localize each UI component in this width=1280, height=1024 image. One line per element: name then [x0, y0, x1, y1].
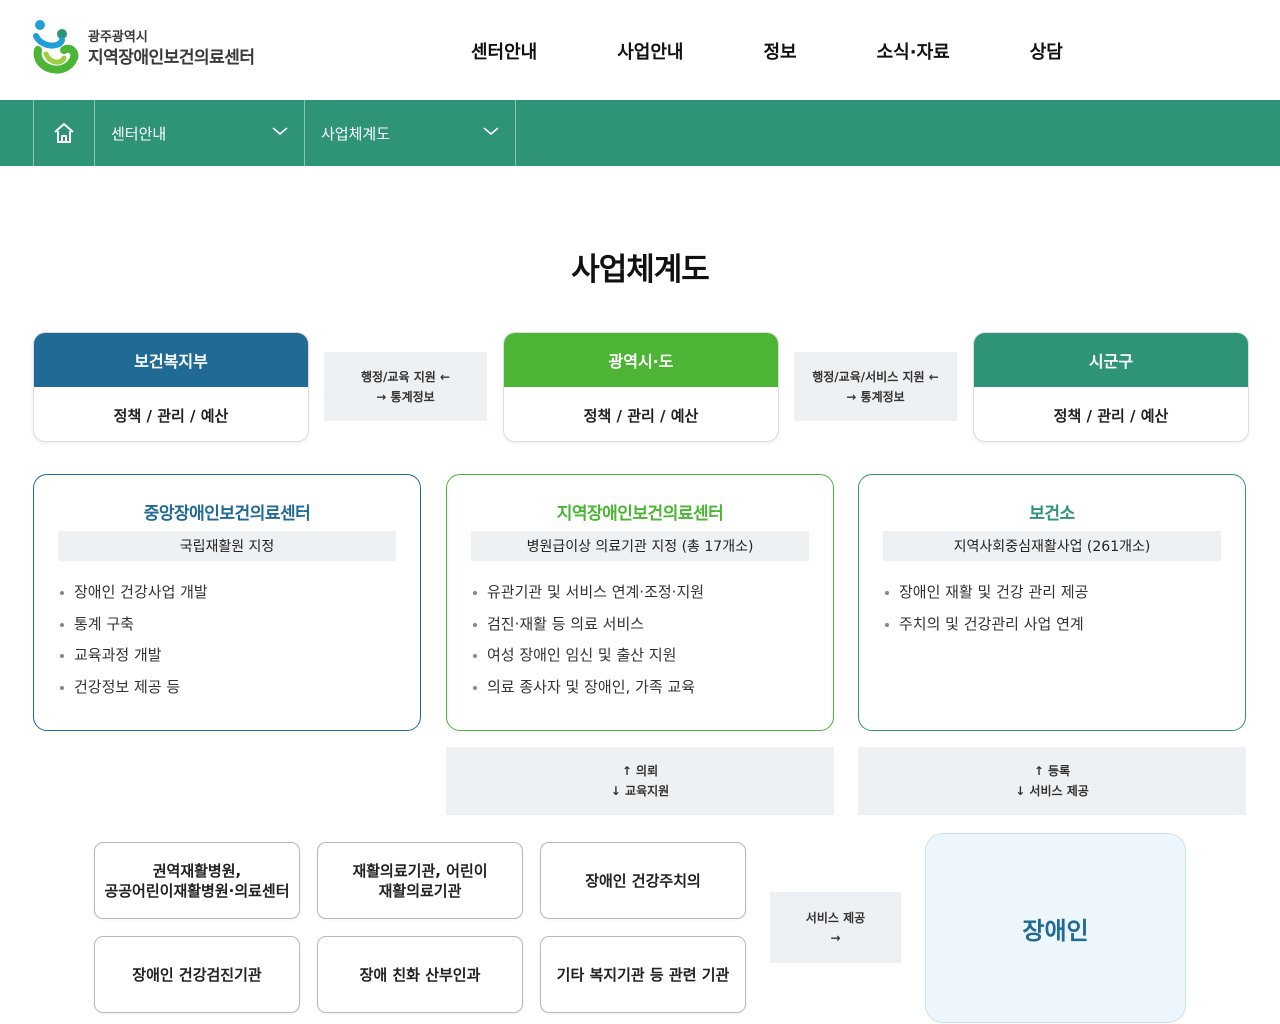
- central-center-tag: 국립재활원 지정: [58, 531, 396, 561]
- province-title: 광역시·도: [504, 333, 778, 387]
- connector-line: 행정/교육/서비스 지원 ←: [812, 369, 939, 384]
- section-dropdown-label: 센터안내: [111, 124, 167, 143]
- list-item: 주치의 및 건강관리 사업 연계: [885, 609, 1088, 641]
- institution-label: 기타 복지기관 등 관련 기관: [556, 965, 730, 984]
- health-center-list: 장애인 재활 및 건강 관리 제공 주치의 및 건강관리 사업 연계: [885, 577, 1088, 640]
- list-item: 교육과정 개발: [60, 640, 208, 672]
- page-title: 사업체계도: [571, 252, 710, 288]
- target-people-label: 장애인: [1022, 916, 1089, 945]
- city-title: 시군구: [974, 333, 1248, 387]
- logo-name: 지역장애인보건의료센터: [88, 48, 255, 68]
- connector-registration: ↑ 등록 ↓ 서비스 제공: [858, 747, 1246, 815]
- list-item: 통계 구축: [60, 609, 208, 641]
- regional-center-tag: 병원급이상 의료기관 지정 (총 17개소): [471, 531, 809, 561]
- health-center-box: 보건소 지역사회중심재활사업 (261개소) 장애인 재활 및 건강 관리 제공…: [858, 474, 1246, 731]
- institution-box: 재활의료기관, 어린이 재활의료기관: [317, 842, 523, 919]
- institution-box: 장애인 건강주치의: [540, 842, 746, 919]
- chevron-down-icon: [483, 127, 499, 135]
- central-center-box: 중앙장애인보건의료센터 국립재활원 지정 장애인 건강사업 개발 통계 구축 교…: [33, 474, 421, 731]
- connector-province-city: 행정/교육/서비스 지원 ← → 통계정보: [794, 352, 957, 421]
- ministry-box: 보건복지부 정책 / 관리 / 예산: [33, 332, 309, 442]
- home-button[interactable]: [33, 100, 95, 166]
- connector-line: →: [830, 930, 841, 945]
- regional-center-box: 지역장애인보건의료센터 병원급이상 의료기관 지정 (총 17개소) 유관기관 …: [446, 474, 834, 731]
- page-dropdown-label: 사업체계도: [321, 124, 391, 143]
- ministry-role: 정책 / 관리 / 예산: [113, 406, 229, 425]
- logo-city: 광주광역시: [88, 30, 148, 45]
- institution-label: 공공어린이재활병원·의료센터: [104, 881, 290, 900]
- chevron-down-icon: [272, 127, 288, 135]
- institution-label: 장애인 건강주치의: [585, 871, 701, 890]
- list-item: 검진·재활 등 의료 서비스: [473, 609, 704, 641]
- list-item: 여성 장애인 임신 및 출산 지원: [473, 640, 704, 672]
- regional-center-title: 지역장애인보건의료센터: [556, 504, 724, 524]
- list-item: 의료 종사자 및 장애인, 가족 교육: [473, 672, 704, 704]
- list-item: 장애인 재활 및 건강 관리 제공: [885, 577, 1088, 609]
- connector-line: ↓ 서비스 제공: [1015, 784, 1089, 798]
- nav-counseling[interactable]: 상담: [1029, 42, 1063, 63]
- nav-news[interactable]: 소식·자료: [876, 42, 950, 63]
- central-center-list: 장애인 건강사업 개발 통계 구축 교육과정 개발 건강정보 제공 등: [60, 577, 208, 703]
- health-center-title: 보건소: [1029, 504, 1075, 524]
- connector-line: ↑ 등록: [1033, 764, 1071, 778]
- institution-label: 재활의료기관: [378, 881, 462, 900]
- home-icon: [54, 123, 74, 143]
- section-dropdown[interactable]: 센터안내: [95, 100, 305, 166]
- institution-label: 재활의료기관, 어린이: [352, 861, 488, 880]
- institution-box: 권역재활병원, 공공어린이재활병원·의료센터: [94, 842, 300, 919]
- province-box: 광역시·도 정책 / 관리 / 예산: [503, 332, 779, 442]
- connector-line: 서비스 제공: [805, 910, 866, 925]
- central-center-title: 중앙장애인보건의료센터: [143, 504, 311, 524]
- nav-business-info[interactable]: 사업안내: [617, 42, 684, 63]
- target-people-box: 장애인: [925, 833, 1186, 1023]
- nav-information[interactable]: 정보: [763, 42, 797, 63]
- city-role: 정책 / 관리 / 예산: [1053, 406, 1169, 425]
- connector-line: → 통계정보: [376, 389, 435, 404]
- site-header: 광주광역시 지역장애인보건의료센터 센터안내 사업안내 정보 소식·자료 상담: [0, 0, 1280, 100]
- sub-navigation: 센터안내 사업체계도: [0, 100, 1280, 166]
- city-box: 시군구 정책 / 관리 / 예산: [973, 332, 1249, 442]
- nav-center-info[interactable]: 센터안내: [471, 42, 538, 63]
- connector-service: 서비스 제공 →: [770, 892, 901, 963]
- list-item: 장애인 건강사업 개발: [60, 577, 208, 609]
- connector-line: ↑ 의뢰: [621, 764, 659, 778]
- connector-line: ↓ 교육지원: [610, 784, 670, 798]
- connector-referral: ↑ 의뢰 ↓ 교육지원: [446, 747, 834, 815]
- institution-box: 기타 복지기관 등 관련 기관: [540, 936, 746, 1013]
- connector-line: → 통계정보: [846, 389, 905, 404]
- page-dropdown[interactable]: 사업체계도: [305, 100, 516, 166]
- province-role: 정책 / 관리 / 예산: [583, 406, 699, 425]
- health-center-tag: 지역사회중심재활사업 (261개소): [883, 531, 1221, 561]
- institution-label: 장애 친화 산부인과: [359, 965, 481, 984]
- main-nav: 센터안내 사업안내 정보 소식·자료 상담: [430, 38, 1063, 64]
- list-item: 유관기관 및 서비스 연계·조정·지원: [473, 577, 704, 609]
- institution-box: 장애 친화 산부인과: [317, 936, 523, 1013]
- connector-line: 행정/교육 지원 ←: [360, 369, 451, 384]
- connector-ministry-province: 행정/교육 지원 ← → 통계정보: [324, 352, 487, 421]
- institution-label: 권역재활병원,: [152, 861, 242, 880]
- institution-box: 장애인 건강검진기관: [94, 936, 300, 1013]
- regional-center-list: 유관기관 및 서비스 연계·조정·지원 검진·재활 등 의료 서비스 여성 장애…: [473, 577, 704, 703]
- institution-label: 장애인 건강검진기관: [132, 965, 262, 984]
- site-logo[interactable]: 광주광역시 지역장애인보건의료센터: [32, 18, 255, 82]
- ministry-title: 보건복지부: [34, 333, 308, 387]
- logo-mark-icon: [32, 18, 80, 82]
- list-item: 건강정보 제공 등: [60, 672, 208, 704]
